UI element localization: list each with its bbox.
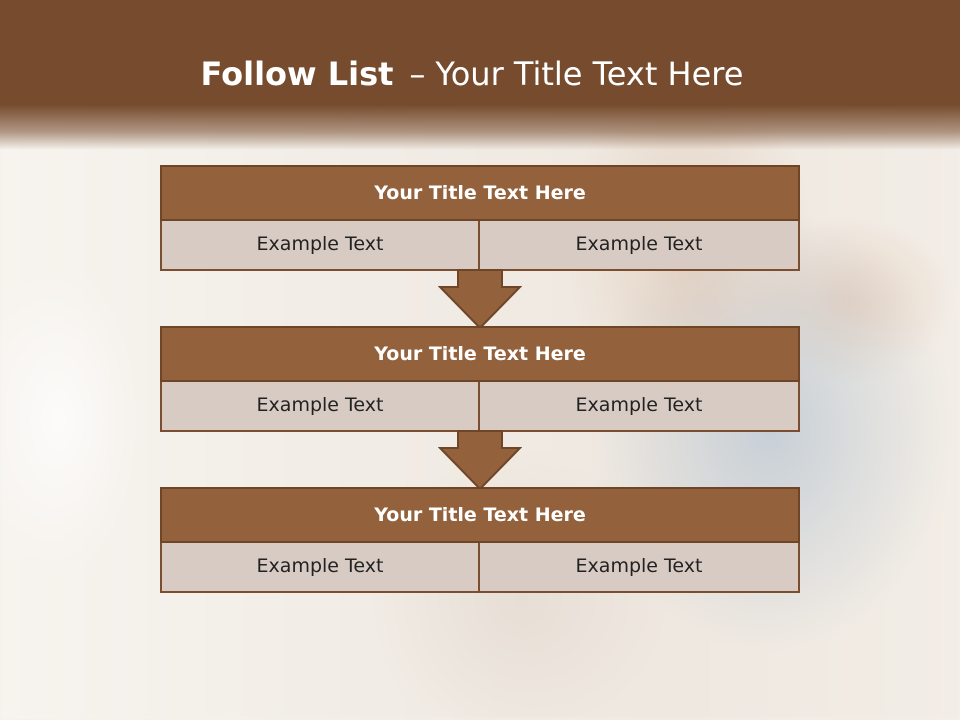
step-block-3: Your Title Text Here Example Text Exampl… xyxy=(160,487,800,593)
step-cell-right: Example Text xyxy=(480,382,800,432)
step-title: Your Title Text Here xyxy=(160,326,800,382)
step-block-2: Your Title Text Here Example Text Exampl… xyxy=(160,326,800,432)
down-arrow-icon xyxy=(438,430,522,491)
step-title: Your Title Text Here xyxy=(160,165,800,221)
step-cell-left: Example Text xyxy=(160,543,480,593)
step-cells: Example Text Example Text xyxy=(160,221,800,271)
title-separator: – xyxy=(409,55,426,93)
step-cells: Example Text Example Text xyxy=(160,543,800,593)
step-cell-left: Example Text xyxy=(160,221,480,271)
down-arrow-icon xyxy=(438,269,522,330)
header-band xyxy=(0,0,960,150)
step-cell-left: Example Text xyxy=(160,382,480,432)
step-cell-right: Example Text xyxy=(480,221,800,271)
slide-title: Follow List–Your Title Text Here xyxy=(0,52,944,96)
title-rest-part: Your Title Text Here xyxy=(435,55,744,93)
step-block-1: Your Title Text Here Example Text Exampl… xyxy=(160,165,800,271)
step-cells: Example Text Example Text xyxy=(160,382,800,432)
title-bold-part: Follow List xyxy=(200,55,394,93)
step-title: Your Title Text Here xyxy=(160,487,800,543)
step-cell-right: Example Text xyxy=(480,543,800,593)
